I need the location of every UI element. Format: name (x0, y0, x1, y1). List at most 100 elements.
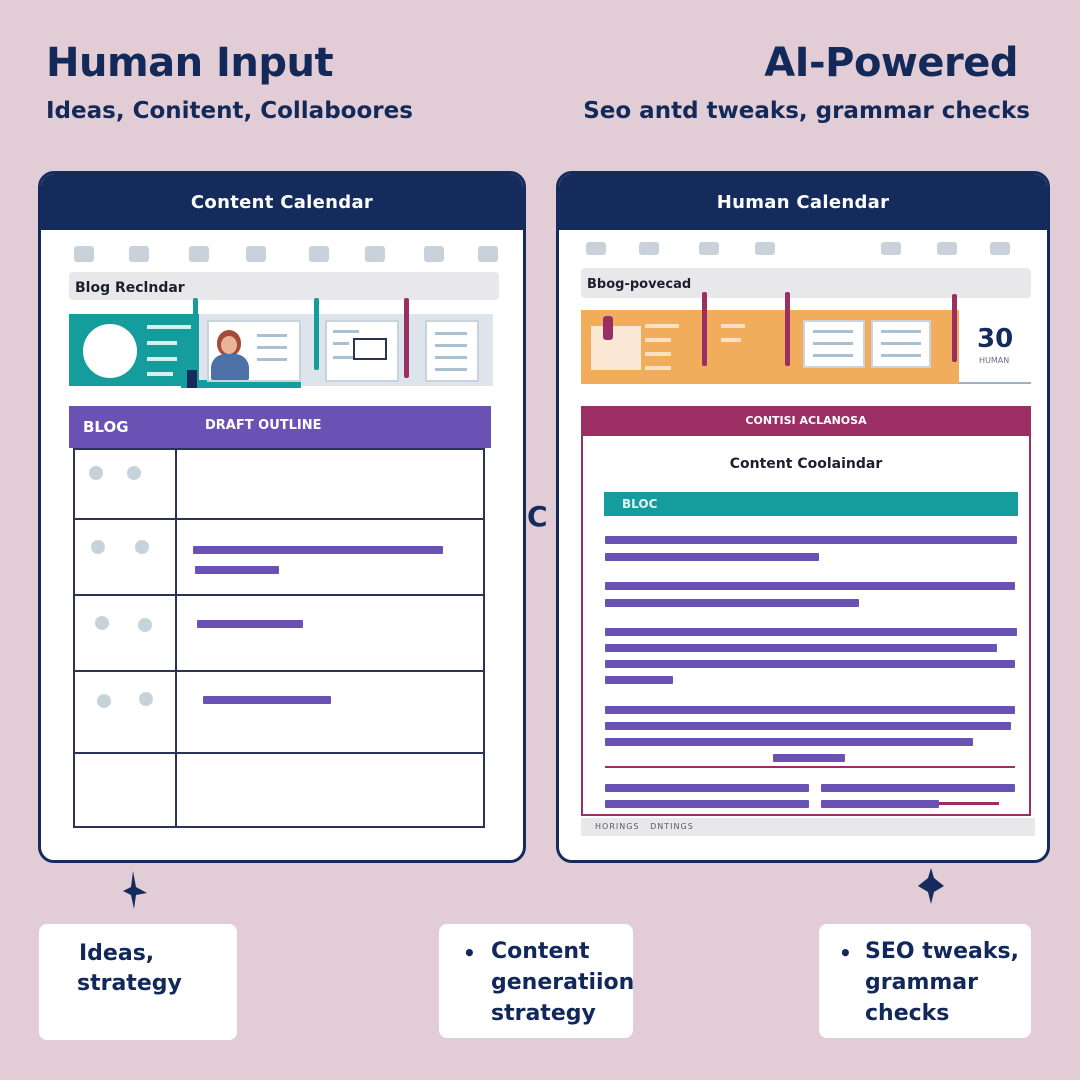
generated-text-line (605, 582, 1015, 590)
strip-line (721, 324, 745, 328)
person-body (211, 354, 249, 380)
right-card-header: Human Calendar (559, 174, 1047, 230)
doc-line (333, 342, 349, 345)
sticky-pin (603, 316, 613, 340)
row-dot (91, 540, 105, 554)
bullet-icon: • (463, 941, 476, 965)
sparkle-icon (123, 871, 147, 909)
generated-text-line (821, 784, 1015, 792)
note-seo-grammar: • SEO tweaks, grammar checks (819, 924, 1031, 1038)
outline-table (73, 448, 485, 828)
document-footer-text: HORINGS DNTINGS (595, 822, 694, 831)
row-dot (139, 692, 153, 706)
calendar-pin (702, 292, 707, 366)
doc-line (813, 354, 853, 357)
bullet-icon: • (839, 941, 852, 965)
ai-powered-subtitle: Seo antd tweaks, grammar checks (583, 98, 1030, 124)
table-header-draft-outline: DRAFT OUTLINE (205, 418, 322, 433)
generated-text-line (605, 722, 1011, 730)
note-line: SEO tweaks, (865, 939, 1019, 964)
right-calendar-card: Human Calendar Bbog-povecad 30 HUMAN CON… (556, 171, 1050, 863)
big-number-caption: HUMAN (979, 356, 1010, 365)
calendar-pin (785, 292, 790, 366)
human-input-subtitle: Ideas, Conitent, Collaboores (46, 98, 413, 124)
image-placeholder (353, 338, 387, 360)
ai-powered-title: AI-Powered (764, 40, 1018, 86)
strip-line (645, 366, 671, 370)
calendar-day-marker (74, 246, 94, 262)
calendar-day-marker (937, 242, 957, 255)
generated-text-line (605, 660, 1015, 668)
generated-text-line (605, 800, 809, 808)
generated-text-line (605, 738, 973, 746)
person-face (221, 336, 237, 354)
calendar-day-marker (478, 246, 498, 262)
note-line: strategy (77, 971, 182, 996)
sparkle-icon (918, 868, 944, 904)
profile-line (147, 341, 177, 345)
doc-line (435, 332, 467, 335)
blog-section-bar: BLOC (604, 492, 1018, 516)
row-dot (97, 694, 111, 708)
calendar-day-marker (881, 242, 901, 255)
desk-post (187, 370, 197, 388)
big-number-30: 30 (977, 324, 1014, 354)
calendar-day-marker (424, 246, 444, 262)
calendar-day-marker (129, 246, 149, 262)
table-row-divider (73, 670, 485, 672)
blog-powered-bar (581, 268, 1031, 298)
strip-line (721, 338, 741, 342)
table-row-divider (73, 594, 485, 596)
table-row-divider (73, 752, 485, 754)
doc-line (333, 330, 359, 333)
calendar-day-marker (586, 242, 606, 255)
doc-line (435, 344, 467, 347)
doc-line (813, 342, 853, 345)
calendar-day-marker (365, 246, 385, 262)
outline-line (197, 620, 303, 628)
sticky-note (591, 326, 641, 370)
calendar-pin (314, 298, 319, 370)
generated-text-line (773, 754, 845, 762)
avatar-circle (83, 324, 137, 378)
row-dot (135, 540, 149, 554)
strip-line (645, 352, 671, 356)
note-line: generatiion (491, 970, 635, 995)
row-dot (127, 466, 141, 480)
profile-line (147, 372, 173, 376)
calendar-pin (404, 298, 409, 378)
document-card (425, 320, 479, 382)
outline-line (195, 566, 279, 574)
doc-line (881, 330, 921, 333)
connector-bracket: C (527, 500, 548, 533)
generated-text-line (605, 784, 809, 792)
strip-line (645, 324, 679, 328)
generated-text-line (605, 599, 859, 607)
doc-line (257, 346, 287, 349)
calendar-day-marker (639, 242, 659, 255)
note-line: Content (491, 939, 590, 964)
strip-line (645, 338, 671, 342)
blog-calendar-label: Blog Reclndar (75, 280, 185, 296)
doc-line (257, 334, 287, 337)
calendar-day-marker (755, 242, 775, 255)
calendar-pin (193, 298, 198, 362)
row-dot (89, 466, 103, 480)
blog-calendar-bar (69, 272, 499, 300)
doc-line (333, 356, 355, 359)
profile-line (147, 357, 177, 361)
left-calendar-card: Content Calendar Blog Reclndar BLOG DRAF… (38, 171, 526, 863)
generated-text-line (605, 536, 1017, 544)
row-dot (95, 616, 109, 630)
generated-text-line (821, 800, 939, 808)
table-row-divider (73, 518, 485, 520)
note-line: strategy (491, 1001, 596, 1026)
document-section-header: CONTISI ACLANOSA (581, 406, 1031, 436)
doc-line (881, 342, 921, 345)
calendar-day-marker (246, 246, 266, 262)
generated-text-line (605, 706, 1015, 714)
left-card-header: Content Calendar (41, 174, 523, 230)
outline-line (203, 696, 331, 704)
table-header-blog: BLOG (83, 418, 129, 436)
table-header-bar: BLOG DRAFT OUTLINE (69, 406, 491, 448)
